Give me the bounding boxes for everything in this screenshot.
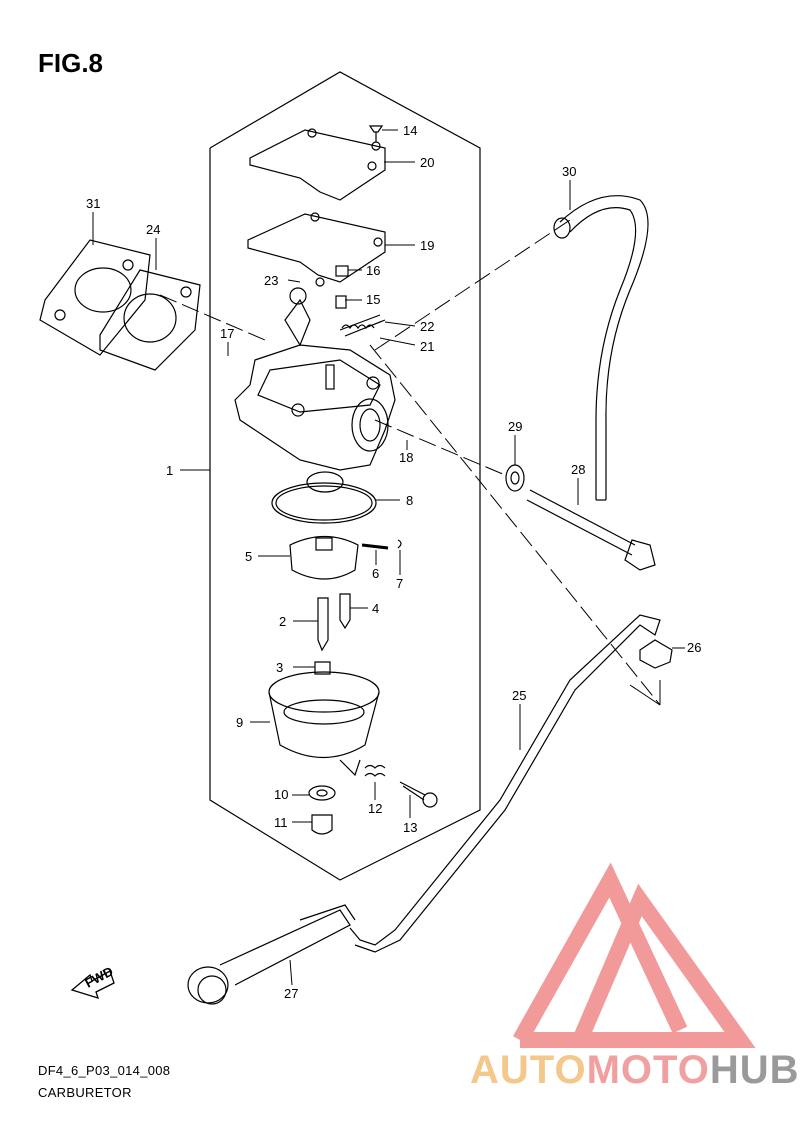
callout-8: 8	[406, 493, 413, 508]
callout-12: 12	[368, 801, 382, 816]
callout-16: 16	[366, 263, 380, 278]
plug-15	[335, 295, 347, 309]
plug-16	[335, 265, 349, 277]
figure-name: CARBURETOR	[38, 1085, 132, 1100]
fwd-arrow-icon: FWD	[70, 964, 116, 999]
callout-1: 1	[166, 463, 173, 478]
spring-12	[364, 764, 386, 777]
figure-title: FIG.8	[38, 48, 104, 78]
screw-13	[399, 781, 426, 801]
knob-27	[219, 909, 351, 986]
callout-31: 31	[86, 196, 100, 211]
fuel-hose-30	[559, 195, 649, 500]
callout-28: 28	[571, 462, 585, 477]
float-chamber-9	[268, 671, 380, 713]
watermark-auto: AUTO	[470, 1048, 587, 1092]
callout-5: 5	[245, 549, 252, 564]
callout-2: 2	[279, 614, 286, 629]
callout-20: 20	[420, 155, 434, 170]
callout-13: 13	[403, 820, 417, 835]
figure-code: DF4_6_P03_014_008	[38, 1063, 171, 1078]
watermark-brand: AUTOMOTOHUB	[470, 1048, 800, 1093]
watermark-logo-icon	[513, 862, 756, 1048]
gasket-20	[249, 129, 386, 201]
callout-11: 11	[274, 815, 288, 830]
callout-21: 21	[420, 339, 434, 354]
callout-9: 9	[236, 715, 243, 730]
callout-30: 30	[562, 164, 576, 179]
assembly-outline	[209, 71, 481, 881]
callout-4: 4	[372, 601, 379, 616]
float-5	[289, 536, 359, 580]
washer-10	[308, 785, 336, 801]
callout-29: 29	[508, 419, 522, 434]
gasket-31	[39, 239, 151, 356]
needle-4	[339, 593, 351, 630]
callout-14: 14	[403, 123, 417, 138]
callout-24: 24	[146, 222, 160, 237]
main-jet-2	[317, 597, 329, 652]
carburetor-body	[234, 344, 396, 471]
bolt-28	[526, 489, 636, 556]
washer-29	[505, 464, 525, 492]
jet-3	[314, 661, 331, 675]
callout-26: 26	[687, 640, 701, 655]
watermark-moto: MOTO	[586, 1048, 710, 1092]
choke-rod-25	[349, 614, 661, 953]
gasket-24	[99, 269, 201, 371]
drain-screw-11	[311, 814, 333, 835]
callout-10: 10	[274, 787, 288, 802]
callout-17: 17	[220, 326, 234, 341]
screw-14	[368, 125, 384, 133]
callout-23: 23	[264, 273, 278, 288]
callout-3: 3	[276, 660, 283, 675]
callout-25: 25	[512, 688, 526, 703]
watermark-hub: HUB	[709, 1048, 800, 1092]
screw-22	[339, 314, 386, 337]
callout-15: 15	[366, 292, 380, 307]
callout-27: 27	[284, 986, 298, 1001]
callout-7: 7	[396, 576, 403, 591]
callout-18: 18	[399, 450, 413, 465]
callout-6: 6	[372, 566, 379, 581]
o-ring-8	[271, 482, 377, 524]
spring-21	[341, 324, 375, 330]
gasket-19	[247, 213, 386, 283]
callout-22: 22	[420, 319, 434, 334]
nut-26	[639, 639, 673, 669]
pin-6	[361, 543, 389, 550]
callout-19: 19	[420, 238, 434, 253]
clip-7	[397, 539, 402, 549]
